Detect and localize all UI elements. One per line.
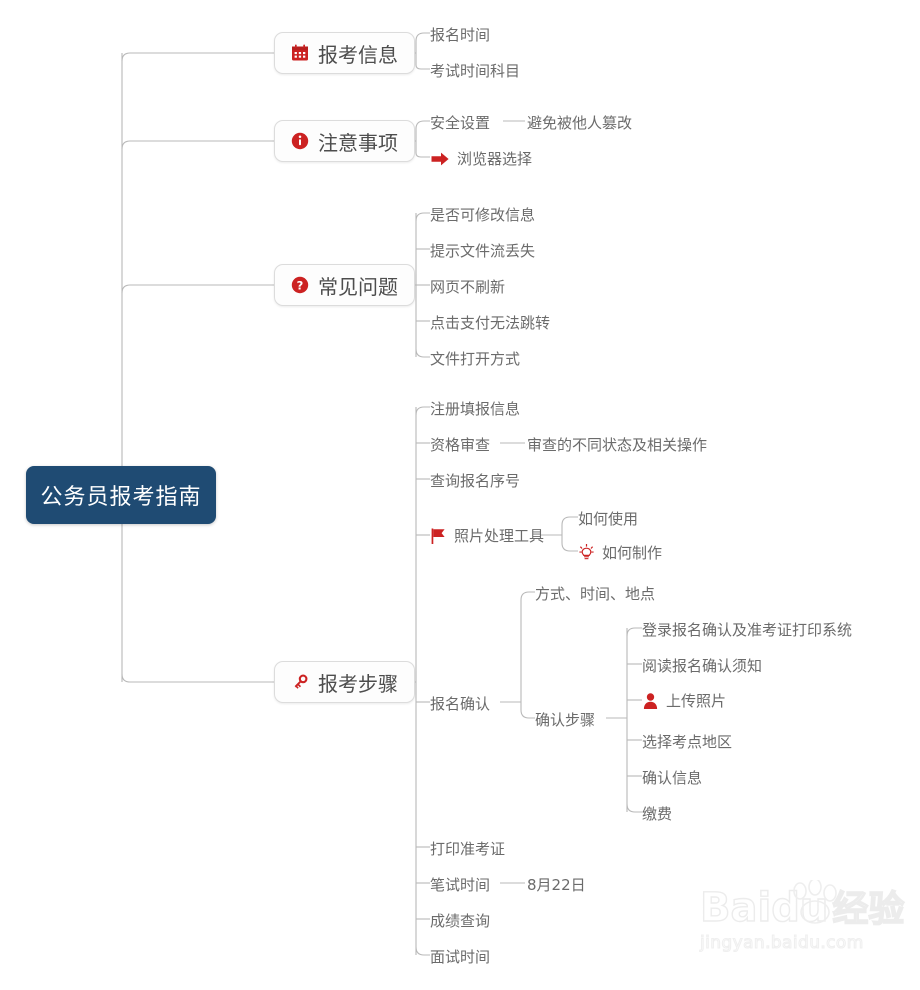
branch-node-baokaobuzhou[interactable]: 报考步骤 (274, 661, 415, 703)
leaf-label: 方式、时间、地点 (535, 585, 656, 603)
leaf-dayinzhunkaozheng[interactable]: 打印准考证 (430, 838, 505, 859)
leaf-label: 照片处理工具 (454, 527, 545, 545)
leaf-ruhezhizuo[interactable]: 如何制作 (578, 542, 662, 563)
leaf-label: 避免被他人篡改 (527, 114, 633, 132)
leaf-denglubaomingqueren[interactable]: 登录报名确认及准考证打印系统 (642, 619, 852, 640)
leaf-label: 缴费 (642, 805, 673, 823)
leaf-chengjichaxun[interactable]: 成绩查询 (430, 910, 490, 931)
leaf-yuedubaomingxuzhi[interactable]: 阅读报名确认须知 (642, 655, 762, 676)
leaf-label: 如何使用 (578, 510, 639, 528)
leaf-zhaopianchulgongju[interactable]: 照片处理工具 (430, 525, 544, 546)
leaf-querenxinxi[interactable]: 确认信息 (642, 767, 702, 788)
leaf-label: 打印准考证 (430, 840, 506, 858)
leaf-label: 注册填报信息 (430, 400, 521, 418)
leaf-bishishijian[interactable]: 笔试时间 (430, 874, 490, 895)
leaf-label: 登录报名确认及准考证打印系统 (642, 621, 853, 639)
arrow-right-icon (430, 151, 450, 167)
key-icon (291, 673, 309, 691)
leaf-baomingshijian[interactable]: 报名时间 (430, 24, 490, 45)
leaf-shangchuanzhaopian[interactable]: 上传照片 (642, 690, 726, 711)
leaf-label: 上传照片 (666, 692, 727, 710)
leaf-bishiriqi[interactable]: 8月22日 (527, 874, 586, 895)
leaf-label: 资格审查 (430, 436, 491, 454)
leaf-anquanshezhi[interactable]: 安全设置 (430, 112, 490, 133)
leaf-label: 面试时间 (430, 948, 491, 966)
leaf-ruheshiyong[interactable]: 如何使用 (578, 508, 638, 529)
leaf-label: 查询报名序号 (430, 472, 521, 490)
leaf-label: 成绩查询 (430, 912, 491, 930)
branch-label: 报考信息 (318, 42, 398, 67)
svg-text:?: ? (297, 278, 304, 292)
root-node-label: 公务员报考指南 (40, 485, 202, 510)
leaf-fangshishijiandidian[interactable]: 方式、时间、地点 (535, 583, 655, 604)
leaf-label: 审查的不同状态及相关操作 (527, 436, 708, 454)
leaf-label: 是否可修改信息 (430, 206, 536, 224)
leaf-label: 点击支付无法跳转 (430, 314, 551, 332)
leaf-querenbuzhou[interactable]: 确认步骤 (535, 709, 595, 730)
branch-label: 常见问题 (318, 274, 398, 299)
leaf-dianjizhifuwufatiaozhuan[interactable]: 点击支付无法跳转 (430, 312, 550, 333)
leaf-label: 报名确认 (430, 695, 491, 713)
watermark-url: jingyan.baidu.com (699, 932, 864, 953)
person-icon (642, 692, 659, 710)
leaf-tishiwenjianliudiushi[interactable]: 提示文件流丢失 (430, 240, 535, 261)
leaf-wangyebushuaxin[interactable]: 网页不刷新 (430, 276, 505, 297)
leaf-label: 选择考点地区 (642, 733, 733, 751)
leaf-label: 如何制作 (602, 544, 663, 562)
leaf-label: 网页不刷新 (430, 278, 506, 296)
leaf-label: 安全设置 (430, 114, 491, 132)
question-circle-icon: ? (291, 276, 309, 294)
watermark: Baidu 经验 jingyan.baidu.com (699, 880, 915, 984)
leaf-baomingqueren[interactable]: 报名确认 (430, 693, 490, 714)
branch-node-zhuyishixiang[interactable]: 注意事项 (274, 120, 415, 162)
leaf-label: 提示文件流丢失 (430, 242, 536, 260)
leaf-jiaofei[interactable]: 缴费 (642, 803, 672, 824)
paw-icon (793, 880, 837, 924)
leaf-zhuceitianbaoxinxi[interactable]: 注册填报信息 (430, 398, 520, 419)
leaf-xuanzekaodiandiqu[interactable]: 选择考点地区 (642, 731, 732, 752)
leaf-zigeshencha[interactable]: 资格审查 (430, 434, 490, 455)
branch-label: 注意事项 (318, 130, 398, 155)
leaf-wenjiandakaifangshi[interactable]: 文件打开方式 (430, 348, 520, 369)
root-node[interactable]: 公务员报考指南 (26, 466, 216, 524)
flag-icon (430, 527, 447, 545)
leaf-shenchazhuangtai[interactable]: 审查的不同状态及相关操作 (527, 434, 707, 455)
leaf-label: 确认步骤 (535, 711, 596, 729)
lightbulb-icon (578, 543, 595, 562)
leaf-label: 文件打开方式 (430, 350, 521, 368)
leaf-chaxunbaomingxuhao[interactable]: 查询报名序号 (430, 470, 520, 491)
leaf-kaoshishijiankemu[interactable]: 考试时间科目 (430, 60, 520, 81)
leaf-label: 8月22日 (527, 876, 586, 894)
leaf-label: 阅读报名确认须知 (642, 657, 763, 675)
watermark-brand-cn: 经验 (832, 889, 905, 930)
leaf-mianshishijian[interactable]: 面试时间 (430, 946, 490, 967)
leaf-bimianbeitarencuangai[interactable]: 避免被他人篡改 (527, 112, 632, 133)
leaf-label: 考试时间科目 (430, 62, 521, 80)
info-circle-icon (291, 132, 309, 150)
leaf-shifoukexiugaixinxi[interactable]: 是否可修改信息 (430, 204, 535, 225)
branch-node-changjianwenti[interactable]: ? 常见问题 (274, 264, 415, 306)
leaf-label: 笔试时间 (430, 876, 491, 894)
branch-node-baokaoxinxi[interactable]: 报考信息 (274, 32, 415, 74)
calendar-icon (291, 44, 309, 62)
leaf-label: 报名时间 (430, 26, 491, 44)
branch-label: 报考步骤 (318, 671, 398, 696)
leaf-label: 确认信息 (642, 769, 703, 787)
leaf-liulanqixuanze[interactable]: 浏览器选择 (430, 148, 532, 169)
leaf-label: 浏览器选择 (457, 150, 533, 168)
